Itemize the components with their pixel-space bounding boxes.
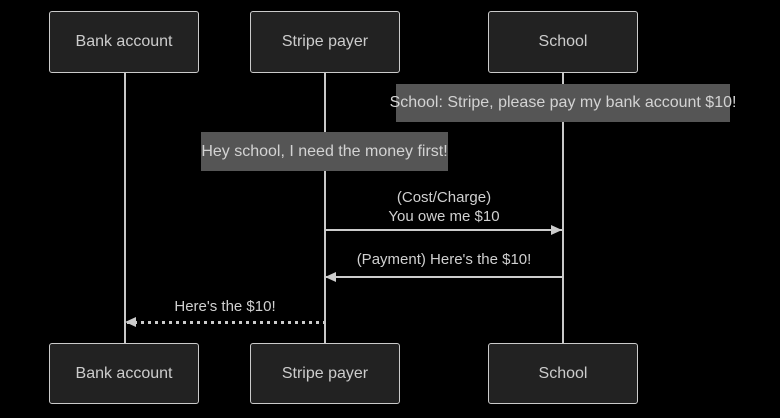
note-school-pay-bank: School: Stripe, please pay my bank accou… [390, 84, 736, 122]
actor-box-stripe-payer-bottom: Stripe payer [250, 343, 400, 404]
note-need-money-first: Hey school, I need the money first! [201, 132, 448, 171]
message-label-line1: (Cost/Charge) [396, 189, 492, 206]
message-line-payment [325, 276, 563, 278]
actor-box-bank-account-bottom: Bank account [49, 343, 199, 404]
actor-label-stripe-payer: Stripe payer [281, 364, 369, 382]
message-label-line2: You owe me $10 [388, 208, 500, 225]
message-label-cost-charge: (Cost/Charge) You owe me $10 [325, 188, 563, 226]
note-text: School: Stripe, please pay my bank accou… [389, 94, 737, 111]
message-line-cost-charge [325, 229, 563, 231]
arrowhead-left-icon [125, 317, 136, 327]
message-line-dotted [127, 321, 325, 324]
lifeline-school [562, 73, 564, 343]
actor-label-bank-account: Bank account [75, 364, 173, 382]
arrowhead-left-icon [325, 272, 336, 282]
actor-box-school-top: School [488, 11, 638, 73]
actor-label-school: School [538, 364, 588, 382]
note-text: Hey school, I need the money first! [201, 142, 448, 160]
message-label-payment: (Payment) Here's the $10! [356, 251, 532, 268]
actor-box-bank-account-top: Bank account [49, 11, 199, 73]
actor-label-school: School [538, 33, 588, 50]
lifeline-bank-account [124, 73, 126, 343]
actor-label-bank-account: Bank account [75, 33, 173, 50]
actor-box-stripe-payer-top: Stripe payer [250, 11, 400, 73]
lifeline-stripe-payer [324, 73, 326, 343]
arrowhead-right-icon [551, 225, 562, 235]
actor-label-stripe-payer: Stripe payer [281, 33, 369, 50]
message-label-heres-the-10: Here's the $10! [174, 298, 276, 315]
actor-box-school-bottom: School [488, 343, 638, 404]
